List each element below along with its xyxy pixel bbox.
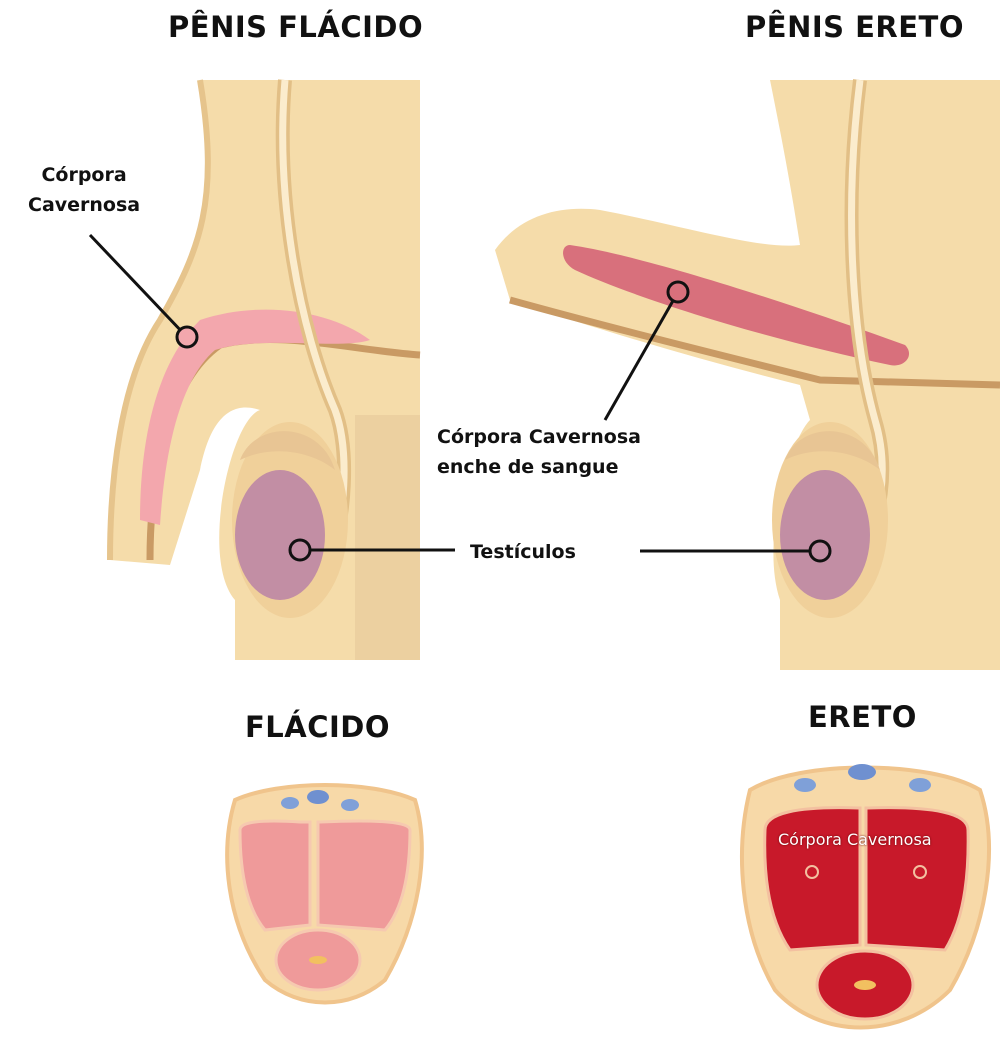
- erect-corpora-pointer-line: [603, 291, 680, 421]
- flaccid-side-title: PÊNIS FLÁCIDO: [168, 10, 424, 44]
- erect-side-title: PÊNIS ERETO: [745, 10, 964, 44]
- testicle-pointer-dot-left: [288, 538, 312, 562]
- testicles-label: Testículos: [470, 541, 576, 563]
- erect-side-view: [495, 79, 1000, 670]
- erect-section-title: ERETO: [808, 700, 917, 734]
- erect-corpora-line2: enche de sangue: [437, 456, 619, 478]
- corpora-label-line2: Cavernosa: [28, 194, 141, 216]
- erect-corpora-pointer-dot: [666, 280, 690, 304]
- section-corpora-label: Córpora Cavernosa: [778, 830, 932, 849]
- flaccid-side-view: [107, 79, 421, 660]
- erect-corpora-line1: Córpora Cavernosa: [437, 426, 641, 448]
- corpora-label-line1: Córpora: [41, 164, 127, 186]
- corpora-pointer-line: [88, 233, 187, 337]
- flaccid-cross-section: [225, 783, 424, 1005]
- corpora-pointer-dot: [175, 325, 199, 349]
- testicle-pointer-dot-right: [808, 539, 832, 563]
- erect-cross-section: [740, 764, 991, 1030]
- corpora-label: Córpora Cavernosa: [28, 160, 140, 220]
- erect-corpora-label: Córpora Cavernosa enche de sangue: [437, 422, 641, 482]
- flaccid-section-title: FLÁCIDO: [245, 710, 391, 744]
